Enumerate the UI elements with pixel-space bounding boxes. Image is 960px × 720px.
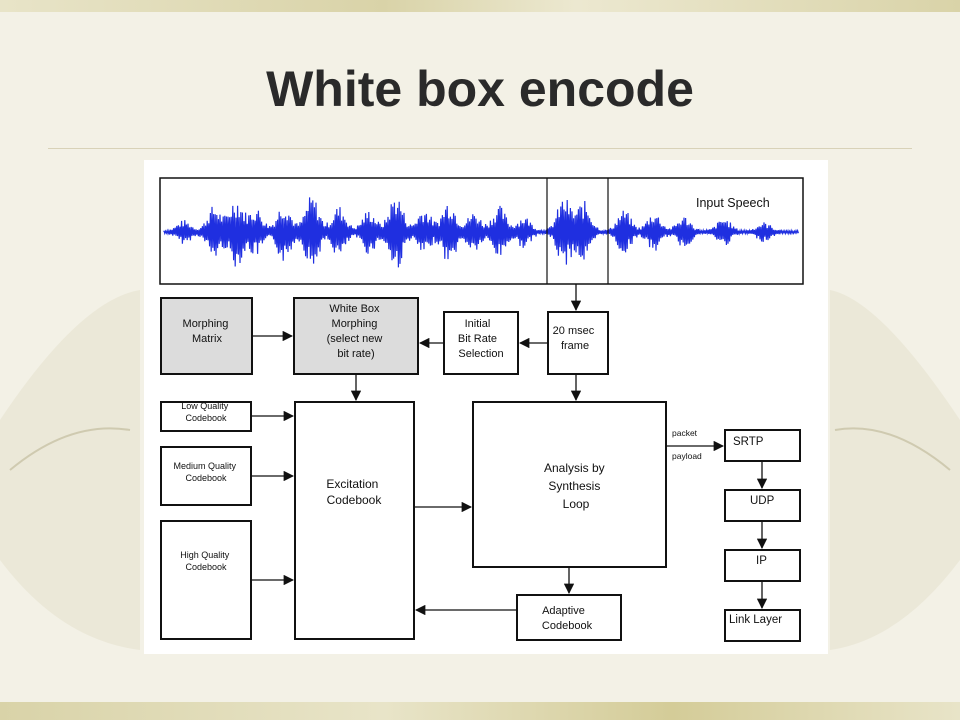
white-box-morphing-label: White Box Morphing (select new bit rate)	[327, 303, 386, 360]
analysis-line-1: Analysis by	[544, 461, 605, 475]
payload-label: payload	[672, 451, 702, 461]
srtp-box	[724, 429, 801, 462]
high-quality-line-1: High Quality	[180, 550, 230, 560]
slide-title: White box encode	[266, 61, 694, 117]
link-layer-box	[724, 609, 801, 642]
link-layer-label: Link Layer	[729, 614, 782, 626]
adaptive-codebook-box	[516, 594, 622, 641]
excitation-codebook-line-1: Excitation	[326, 477, 378, 491]
analysis-by-synthesis-label: Analysis by Synthesis Loop	[544, 461, 608, 511]
morphing-matrix-box	[160, 297, 253, 375]
frame-label: 20 msec frame	[553, 325, 598, 352]
frame-line-2: frame	[561, 340, 589, 352]
high-quality-line-2: Codebook	[185, 562, 227, 572]
initial-bit-rate-line-2: Bit Rate	[458, 333, 497, 345]
encoder-block-diagram: Input Speech Morphing Matrix White Box M…	[144, 160, 828, 654]
title-divider	[48, 148, 912, 149]
analysis-line-3: Loop	[563, 497, 590, 511]
ip-box	[724, 549, 801, 582]
medium-quality-line-1: Medium Quality	[173, 461, 236, 471]
initial-bit-rate-box	[443, 311, 519, 375]
excitation-codebook-box	[294, 401, 415, 640]
diagram-canvas: Input Speech Morphing Matrix White Box M…	[159, 177, 804, 642]
medium-quality-line-2: Codebook	[185, 473, 227, 483]
adaptive-codebook-label: Adaptive Codebook	[542, 605, 593, 632]
adaptive-codebook-line-1: Adaptive	[542, 605, 585, 617]
initial-bit-rate-line-3: Selection	[458, 348, 503, 360]
packet-label: packet	[672, 428, 698, 438]
white-box-morphing-line-1: White Box	[329, 303, 380, 315]
white-box-morphing-line-3: (select new	[327, 333, 383, 345]
udp-box	[724, 489, 801, 522]
low-quality-codebook-label: Low Quality Codebook	[181, 401, 231, 423]
bottom-decor-band	[0, 702, 960, 720]
speech-waveform	[163, 197, 799, 268]
high-quality-codebook-label: High Quality Codebook	[180, 550, 232, 572]
input-speech-label: Input Speech	[696, 196, 770, 210]
initial-bit-rate-line-1: Initial	[465, 318, 491, 330]
medium-quality-codebook-label: Medium Quality Codebook	[173, 461, 238, 483]
frame-box	[547, 311, 609, 375]
top-decor-band	[0, 0, 960, 12]
excitation-codebook-label: Excitation Codebook	[326, 477, 382, 507]
connector-arrows	[251, 284, 768, 616]
medium-quality-codebook-box	[160, 446, 252, 506]
high-quality-codebook-box	[160, 520, 252, 640]
initial-bit-rate-label: Initial Bit Rate Selection	[458, 318, 504, 360]
morphing-matrix-line-2: Matrix	[192, 333, 222, 345]
low-quality-line-2: Codebook	[185, 413, 227, 423]
white-box-morphing-line-4: bit rate)	[337, 348, 374, 360]
morphing-matrix-label: Morphing Matrix	[183, 318, 232, 345]
morphing-matrix-line-1: Morphing	[183, 318, 229, 330]
frame-line-1: 20 msec	[553, 325, 595, 337]
white-box-morphing-line-2: Morphing	[332, 318, 378, 330]
srtp-label: SRTP	[733, 436, 764, 448]
excitation-codebook-line-2: Codebook	[327, 493, 383, 507]
udp-label: UDP	[750, 495, 775, 507]
analysis-line-2: Synthesis	[548, 479, 600, 493]
adaptive-codebook-line-2: Codebook	[542, 620, 593, 632]
low-quality-line-1: Low Quality	[181, 401, 229, 411]
ip-label: IP	[756, 555, 767, 567]
